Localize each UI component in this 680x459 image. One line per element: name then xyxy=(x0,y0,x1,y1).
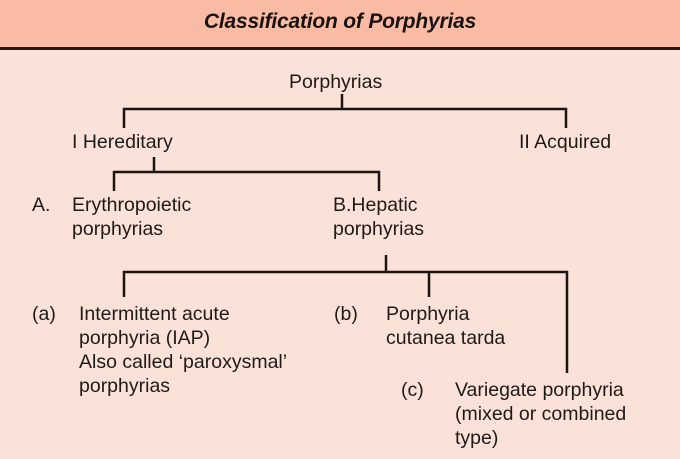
title-banner: Classification of Porphyrias xyxy=(0,0,680,50)
node-hepatic-line2: porphyrias xyxy=(333,218,425,240)
node-hepatic-line1: B.Hepatic xyxy=(333,194,418,216)
node-variegate-line2: (mixed or combined xyxy=(455,403,627,425)
node-variegate-line3: type) xyxy=(455,427,499,449)
node-iap-line2: porphyria (IAP) xyxy=(79,327,211,349)
marker-a-upper: A. xyxy=(32,194,51,216)
node-pct-line2: cutanea tarda xyxy=(386,327,506,349)
marker-a-lower: (a) xyxy=(32,303,56,325)
node-acquired: II Acquired xyxy=(519,131,612,153)
node-iap-line1: Intermittent acute xyxy=(79,303,230,325)
marker-b: (b) xyxy=(334,303,358,325)
node-erythropoietic-line1: Erythropoietic xyxy=(72,194,192,216)
node-hereditary: I Hereditary xyxy=(72,131,173,153)
node-variegate-line1: Variegate porphyria xyxy=(455,379,624,401)
diagram-title: Classification of Porphyrias xyxy=(203,10,477,33)
marker-c: (c) xyxy=(401,379,424,401)
node-porphyrias: Porphyrias xyxy=(289,71,383,93)
node-iap-line3: Also called ‘paroxysmal’ xyxy=(79,351,288,373)
node-erythropoietic-line2: porphyrias xyxy=(72,218,164,240)
node-iap-line4: porphyrias xyxy=(79,375,171,397)
node-pct-line1: Porphyria xyxy=(386,303,470,325)
